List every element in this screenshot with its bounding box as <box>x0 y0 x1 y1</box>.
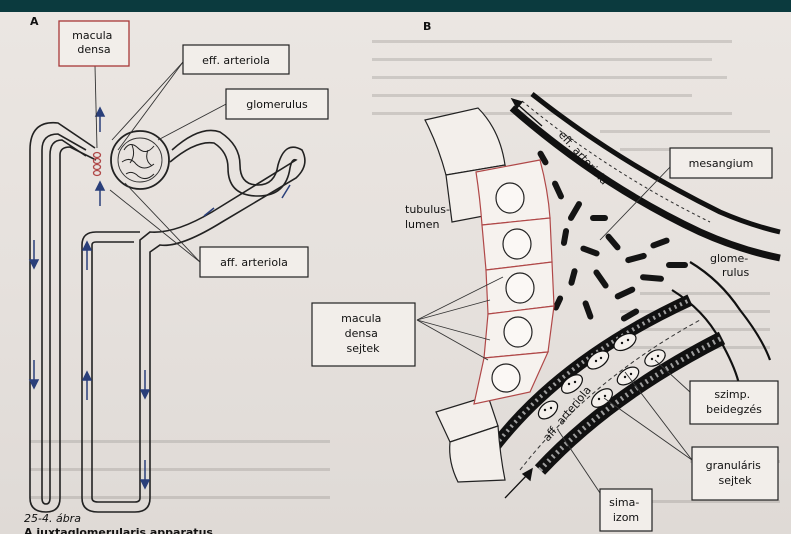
panel-a-letter: A <box>30 15 39 28</box>
flow-arrow-afferent <box>505 469 532 498</box>
label-tubulus-lumen: tubulus- lumen <box>405 203 453 231</box>
label-tubulus-lumen-line1: tubulus- <box>405 203 450 216</box>
label-macula-densa-a-line2: densa <box>77 43 110 56</box>
figure-number: 25-4. ábra <box>24 512 81 525</box>
label-granularis-sejtek-line2: sejtek <box>718 474 752 487</box>
panel-b-letter: B <box>423 20 431 33</box>
macula-densa-cells-a <box>94 153 101 176</box>
flow-arrows-a <box>30 108 290 488</box>
label-szimp-beidegzes-line1: szimp. <box>714 388 750 401</box>
label-szimp-beidegzes-line2: beidegzés <box>706 403 762 416</box>
label-tubulus-lumen-line2: lumen <box>405 218 440 231</box>
label-granularis-sejtek-line1: granuláris <box>706 459 762 472</box>
mesangium-cells <box>536 150 688 323</box>
label-glomerulus-b: glome- rulus <box>710 252 752 279</box>
glomerulus-boundary <box>672 262 770 390</box>
label-macula-densa-sejtek-line3: sejtek <box>346 342 380 355</box>
figure-caption-title: A juxtaglomerularis apparatus <box>24 526 213 534</box>
label-eff-arteriola-a: eff. arteriola <box>202 54 270 67</box>
label-aff-arteriola-a: aff. arteriola <box>220 256 288 269</box>
vessel-label-eff-arteriola: eff. arteriola <box>556 128 611 187</box>
label-mesangium: mesangium <box>689 157 754 170</box>
background-text <box>30 40 780 503</box>
label-macula-densa-sejtek-line1: macula <box>341 312 381 325</box>
label-sima-izom-line2: izom <box>613 511 639 524</box>
label-macula-densa-sejtek: macula densa sejtek <box>341 312 385 355</box>
label-macula-densa-sejtek-line2: densa <box>345 327 378 340</box>
label-macula-densa-a-line1: macula <box>72 29 112 42</box>
label-glomerulus-b-line1: glome- <box>710 252 748 265</box>
label-sima-izom-line1: sima- <box>609 496 639 509</box>
glomerulus-capsule <box>111 131 169 189</box>
label-glomerulus-b-line2: rulus <box>722 266 750 279</box>
label-glomerulus-a: glomerulus <box>246 98 308 111</box>
label-macula-densa-a: macula densa <box>72 29 116 56</box>
nephron-tubule <box>30 123 305 512</box>
